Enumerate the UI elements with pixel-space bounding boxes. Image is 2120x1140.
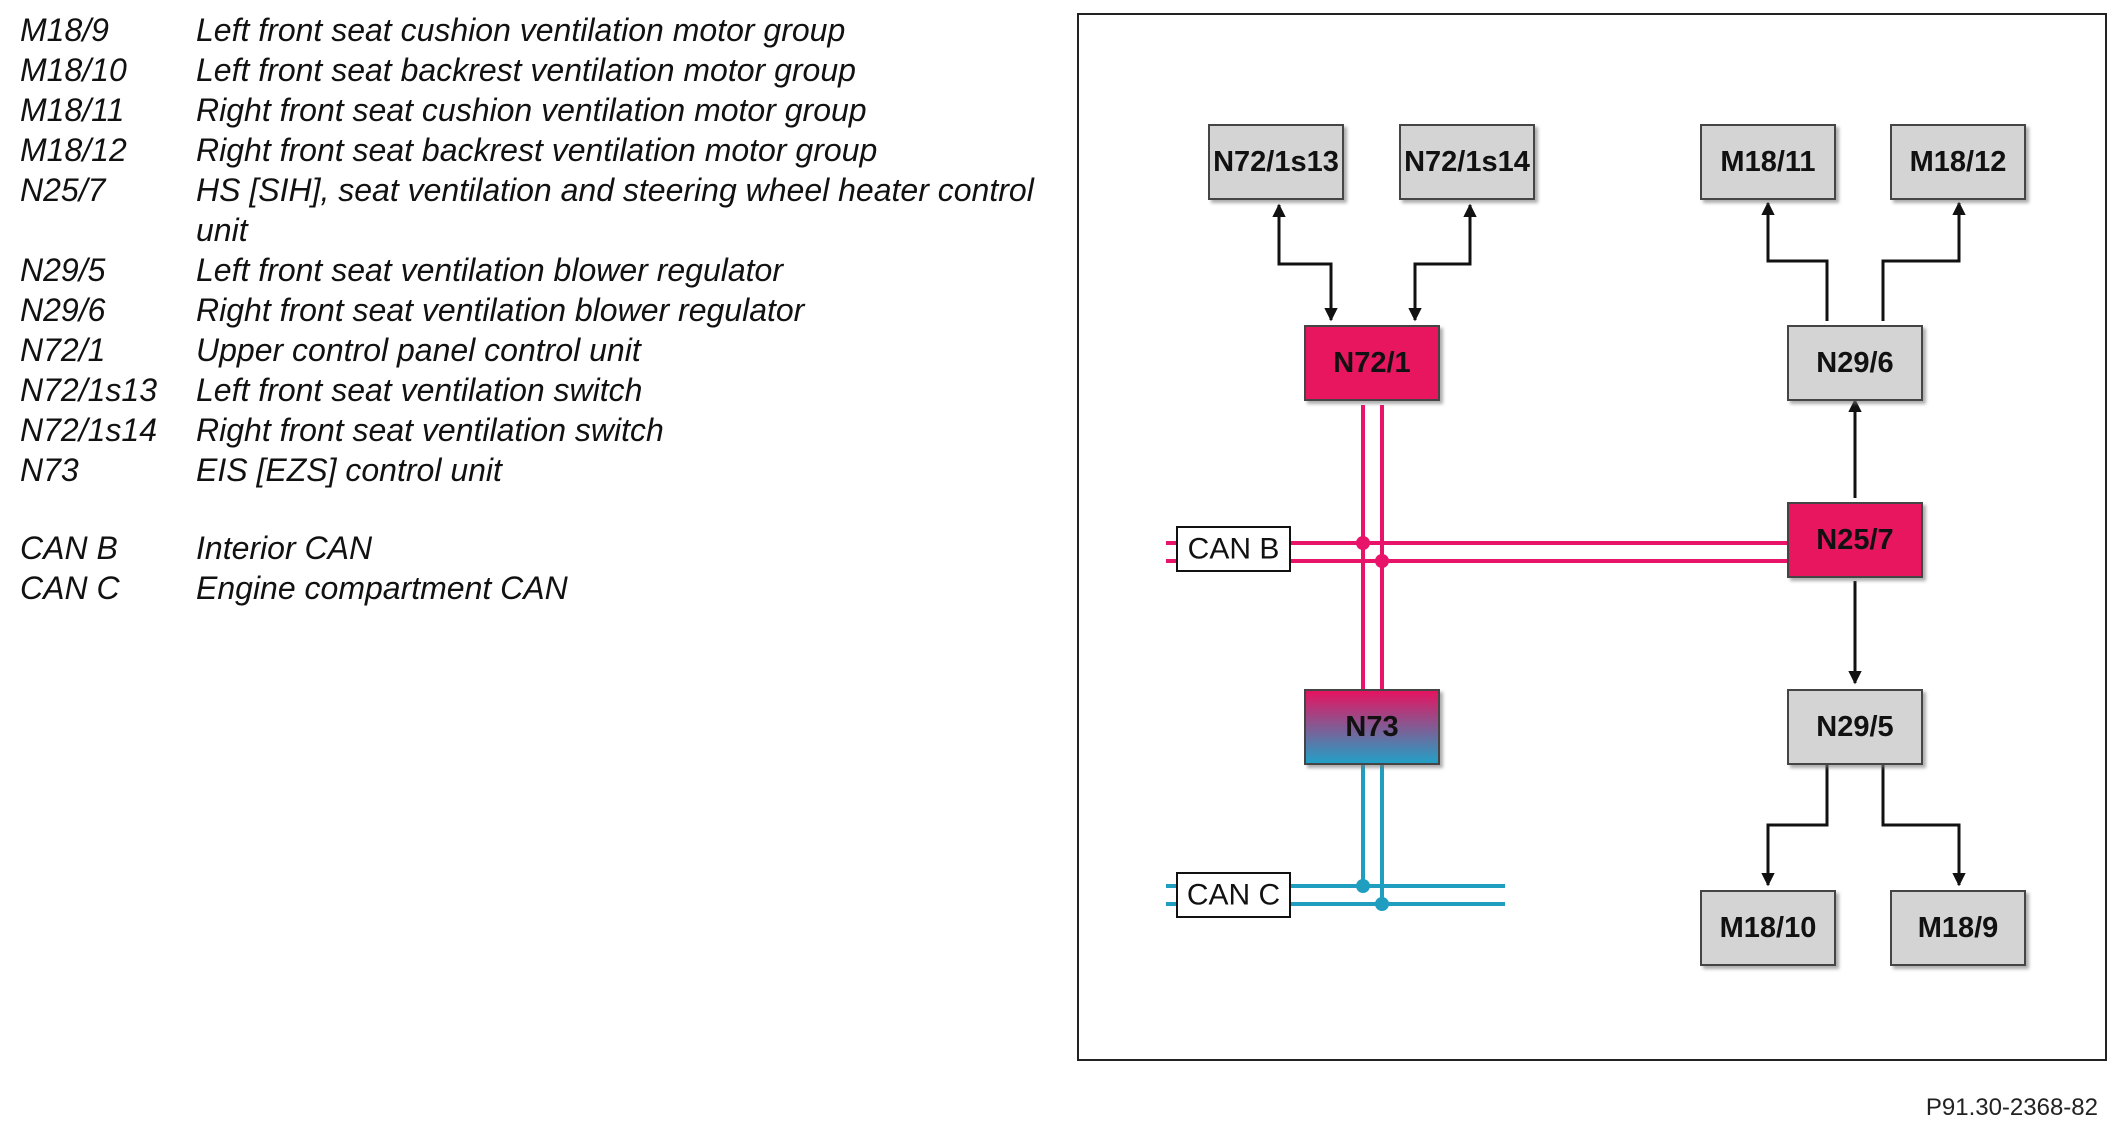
legend-row: M18/9 Left front seat cushion ventilation…	[20, 10, 1060, 50]
legend-row: N73 EIS [EZS] control unit	[20, 450, 1060, 490]
legend-code: CAN B	[20, 530, 118, 566]
module-n25-7: N25/7	[1787, 502, 1923, 578]
legend-code: M18/12	[20, 132, 127, 168]
legend-description: HS [SIH], seat ventilation and steering …	[196, 172, 1034, 248]
module-m18-9: M18/9	[1890, 890, 2026, 966]
figure-reference: P91.30-2368-82	[1925, 1094, 2098, 1121]
legend-row: M18/12 Right front seat backrest ventilat…	[20, 130, 1060, 170]
legend-description: Right front seat cushion ventilation mot…	[196, 92, 867, 128]
signal-arrows	[1272, 201, 1966, 887]
legend-description: Interior CAN	[196, 530, 373, 566]
module-n72-1s14: N72/1s14	[1399, 124, 1535, 200]
svg-text:N29/6: N29/6	[1816, 347, 1893, 379]
legend-row: M18/11 Right front seat cushion ventilati…	[20, 90, 1060, 130]
module-m18-10: M18/10	[1700, 890, 1836, 966]
legend-code: M18/9	[20, 12, 109, 48]
svg-text:N72/1s13: N72/1s13	[1213, 146, 1339, 178]
legend-main: M18/9 Left front seat cushion ventilation…	[20, 10, 1060, 490]
svg-text:N25/7: N25/7	[1816, 524, 1893, 556]
legend-code: N72/1s13	[20, 372, 157, 408]
legend-row: N72/1 Upper control panel control unit	[20, 330, 1060, 370]
module-m18-12: M18/12	[1890, 124, 2026, 200]
svg-text:N72/1: N72/1	[1333, 347, 1410, 379]
legend-description: Upper control panel control unit	[196, 332, 641, 368]
legend-description: Left front seat ventilation switch	[196, 372, 643, 408]
legend-row: N72/1s14 Right front seat ventilation swi…	[20, 410, 1060, 450]
arrow-s13-n721	[1272, 203, 1338, 322]
svg-text:M18/10: M18/10	[1720, 912, 1817, 944]
legend-description: EIS [EZS] control unit	[196, 452, 502, 488]
legend-row: N72/1s13 Left front seat ventilation swit…	[20, 370, 1060, 410]
svg-text:N72/1s14: N72/1s14	[1404, 146, 1530, 178]
can-c-junction	[1356, 879, 1370, 893]
legend-bus: CAN B Interior CAN CAN C Engine compartment…	[20, 528, 1060, 608]
legend-description: Engine compartment CAN	[196, 570, 568, 606]
module-n29-5: N29/5	[1787, 689, 1923, 765]
svg-text:M18/11: M18/11	[1720, 146, 1815, 178]
svg-text:N29/5: N29/5	[1816, 711, 1893, 743]
svg-text:CAN C: CAN C	[1187, 879, 1280, 912]
can-c-label: CAN C	[1176, 872, 1291, 918]
svg-text:M18/9: M18/9	[1918, 912, 1999, 944]
diagram-frame: CAN B CAN C N72/1s13 N72/1s14 M18/11 M18…	[1077, 13, 2107, 1061]
network-diagram: CAN B CAN C N72/1s13 N72/1s14 M18/11 M18…	[1166, 124, 2026, 966]
module-n29-6: N29/6	[1787, 325, 1923, 401]
legend-code: N72/1	[20, 332, 106, 368]
legend-row: CAN C Engine compartment CAN	[20, 568, 1060, 608]
legend-row: N29/5 Left front seat ventilation blower …	[20, 250, 1060, 290]
legend-code: N29/5	[20, 252, 106, 288]
module-n73: N73	[1304, 689, 1440, 765]
legend-row: M18/10 Left front seat backrest ventilati…	[20, 50, 1060, 90]
arrow-n296-m11	[1761, 201, 1829, 321]
legend-description: Left front seat cushion ventilation moto…	[196, 12, 846, 48]
module-n72-1: N72/1	[1304, 325, 1440, 401]
legend-description: Right front seat ventilation switch	[196, 412, 664, 448]
can-b-junction	[1375, 554, 1389, 568]
can-b-junction	[1356, 536, 1370, 550]
arrow-n295-m10	[1761, 760, 1829, 887]
arrow-s14-n721	[1408, 203, 1477, 322]
module-n72-1s13: N72/1s13	[1208, 124, 1344, 200]
svg-text:CAN B: CAN B	[1188, 533, 1280, 566]
legend-row: N25/7 HS [SIH], seat ventilation and stee…	[20, 170, 1060, 250]
legend-code: N29/6	[20, 292, 106, 328]
can-b-label: CAN B	[1176, 526, 1291, 572]
legend-description: Right front seat backrest ventilation mo…	[196, 132, 878, 168]
svg-text:N73: N73	[1345, 711, 1398, 743]
can-c-junction	[1375, 897, 1389, 911]
legend-code: M18/11	[20, 92, 125, 128]
legend-description: Right front seat ventilation blower regu…	[196, 292, 805, 328]
arrow-n296-m12	[1881, 201, 1966, 321]
legend-row: CAN B Interior CAN	[20, 528, 1060, 568]
legend-code: M18/10	[20, 52, 127, 88]
arrow-n295-m9	[1881, 760, 1966, 887]
legend-row: N29/6 Right front seat ventilation blower…	[20, 290, 1060, 330]
legend-description: Left front seat ventilation blower regul…	[196, 252, 783, 288]
legend-description: Left front seat backrest ventilation mot…	[196, 52, 856, 88]
module-m18-11: M18/11	[1700, 124, 1836, 200]
legend-gap	[20, 490, 1060, 528]
legend-code: N72/1s14	[20, 412, 157, 448]
legend-code: N25/7	[20, 172, 106, 208]
legend-code: N73	[20, 452, 79, 488]
legend-code: CAN C	[20, 570, 120, 606]
legend: M18/9 Left front seat cushion ventilation…	[20, 10, 1060, 608]
svg-text:M18/12: M18/12	[1910, 146, 2007, 178]
